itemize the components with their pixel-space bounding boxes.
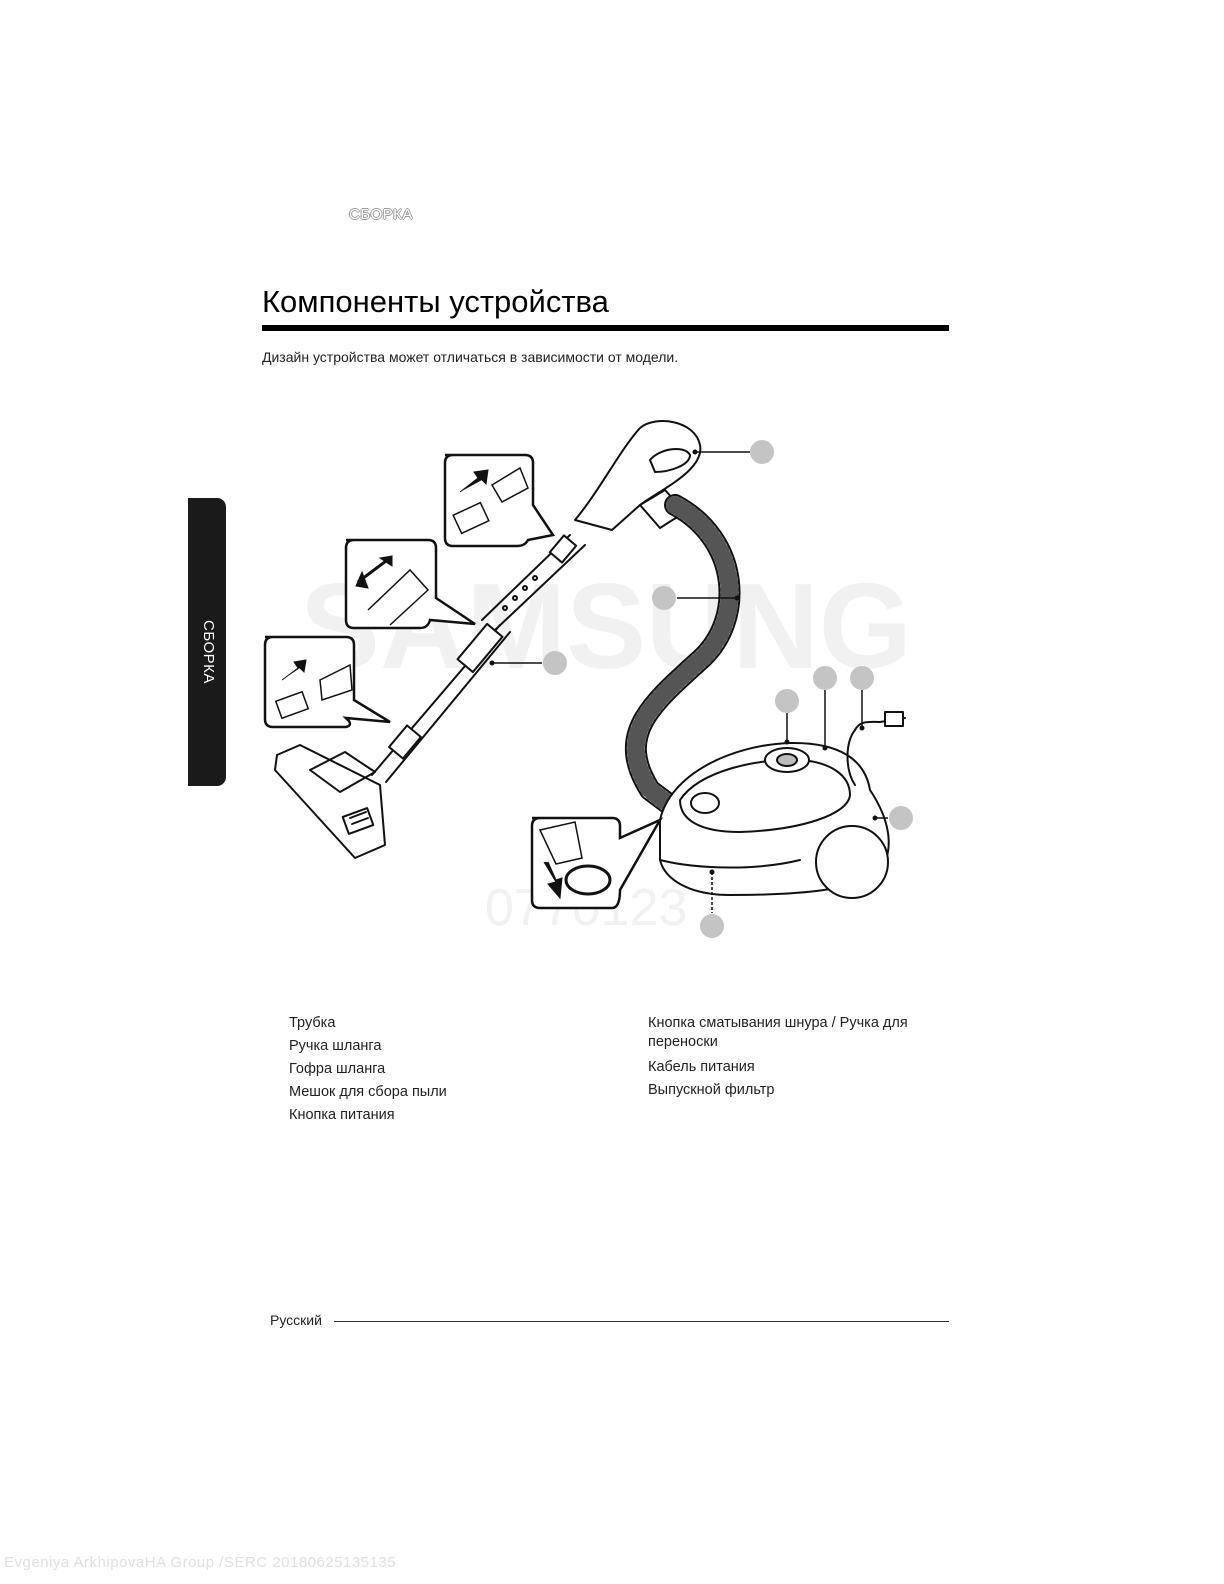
parts-item: Кабель питания bbox=[648, 1056, 938, 1079]
page-subtitle: Дизайн устройства может отличаться в зав… bbox=[262, 349, 678, 365]
callout-marker bbox=[813, 666, 837, 690]
title-divider bbox=[262, 325, 949, 331]
parts-item: Кнопка питания bbox=[289, 1104, 589, 1127]
floor-brush bbox=[275, 745, 385, 858]
parts-item: Ручка шланга bbox=[289, 1035, 589, 1058]
parts-item: Кнопка сматывания шнура / Ручка для пере… bbox=[648, 1014, 938, 1052]
callout-marker bbox=[775, 689, 799, 713]
callout-marker bbox=[652, 586, 676, 610]
callout-marker bbox=[750, 440, 774, 464]
footer-language: Русский bbox=[270, 1312, 322, 1328]
document-stamp: Evgeniya ArkhipovaHA Group /SERC 2018062… bbox=[4, 1554, 396, 1571]
parts-list-left: Трубка Ручка шланга Гофра шланга Мешок д… bbox=[289, 1012, 589, 1127]
callout-marker bbox=[889, 806, 913, 830]
inset-handle-connect bbox=[445, 455, 553, 546]
section-header-label: СБОРКА bbox=[349, 206, 413, 223]
callout-marker bbox=[850, 666, 874, 690]
parts-list-right: Кнопка сматывания шнура / Ручка для пере… bbox=[648, 1012, 938, 1102]
parts-item: Гофра шланга bbox=[289, 1058, 589, 1081]
side-section-tab-label: СБОРКА bbox=[200, 620, 217, 684]
page-title: Компоненты устройства bbox=[262, 284, 609, 320]
parts-item: Выпускной фильтр bbox=[648, 1079, 938, 1102]
footer-divider bbox=[334, 1321, 949, 1322]
callout-marker bbox=[543, 651, 567, 675]
parts-item: Мешок для сбора пыли bbox=[289, 1081, 589, 1104]
parts-item: Трубка bbox=[289, 1012, 589, 1035]
vacuum-cleaner-illustration: SAMSUNG 0770123 bbox=[250, 410, 940, 950]
callout-marker bbox=[700, 914, 724, 938]
vacuum-body bbox=[660, 712, 905, 898]
